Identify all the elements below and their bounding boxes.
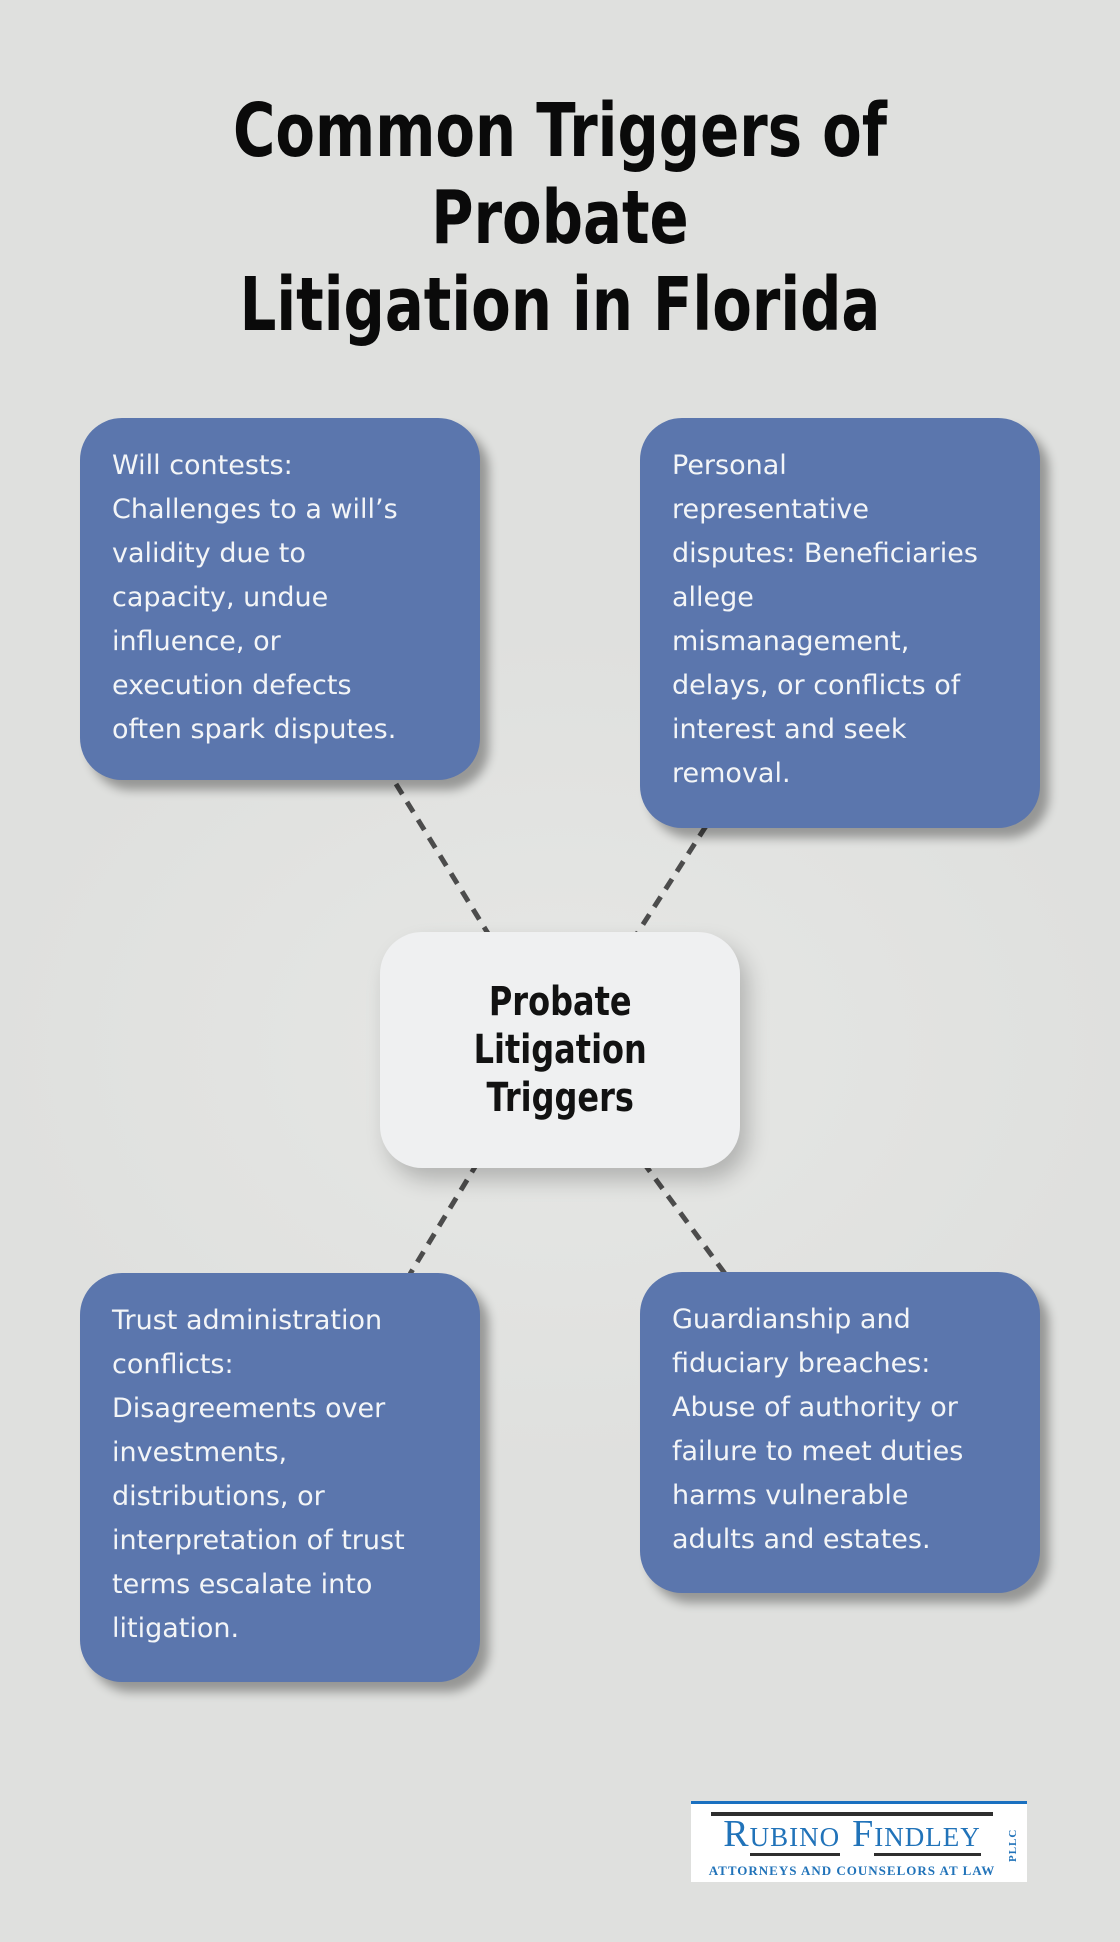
firm-logo: RUBINO FINDLEY ATTORNEYS AND COUNSELORS A… xyxy=(691,1801,1027,1882)
logo-name-initial-r: R xyxy=(723,1813,750,1855)
trigger-box-will-contests: Will contests: Challenges to a will’s va… xyxy=(80,418,480,780)
trigger-box-personal-representative-disputes-text: Personal representative disputes: Benefi… xyxy=(672,450,978,789)
firm-logo-main: RUBINO FINDLEY ATTORNEYS AND COUNSELORS A… xyxy=(707,1812,997,1879)
logo-top-rule xyxy=(711,1812,993,1816)
trigger-box-will-contests-text: Will contests: Challenges to a will’s va… xyxy=(112,450,398,745)
trigger-box-guardianship-fiduciary-breaches-text: Guardianship and fiduciary breaches: Abu… xyxy=(672,1304,964,1555)
page-title: Common Triggers of Probate Litigation in… xyxy=(233,88,887,348)
logo-name-rest-ubino: UBINO xyxy=(749,1822,841,1856)
logo-tagline: ATTORNEYS AND COUNSELORS AT LAW xyxy=(708,1863,996,1878)
connector-top-right-line xyxy=(630,824,709,942)
logo-name-initial-f: F xyxy=(852,1813,875,1855)
trigger-box-trust-administration-conflicts-text: Trust administration conflicts: Disagree… xyxy=(112,1305,405,1644)
logo-name-rest-indley: INDLEY xyxy=(874,1822,981,1856)
connector-bottom-right-line xyxy=(640,1160,729,1277)
connector-bottom-left-line xyxy=(407,1160,481,1276)
center-node: Probate Litigation Triggers xyxy=(380,932,740,1168)
center-node-label: Probate Litigation Triggers xyxy=(473,979,647,1121)
trigger-box-personal-representative-disputes: Personal representative disputes: Benefi… xyxy=(640,418,1040,828)
connector-top-left-line xyxy=(393,782,495,942)
logo-firm-name: RUBINO FINDLEY xyxy=(707,1815,997,1859)
trigger-box-guardianship-fiduciary-breaches: Guardianship and fiduciary breaches: Abu… xyxy=(640,1272,1040,1593)
logo-pllc-suffix: PLLC xyxy=(1007,1828,1019,1862)
trigger-box-trust-administration-conflicts: Trust administration conflicts: Disagree… xyxy=(80,1273,480,1682)
